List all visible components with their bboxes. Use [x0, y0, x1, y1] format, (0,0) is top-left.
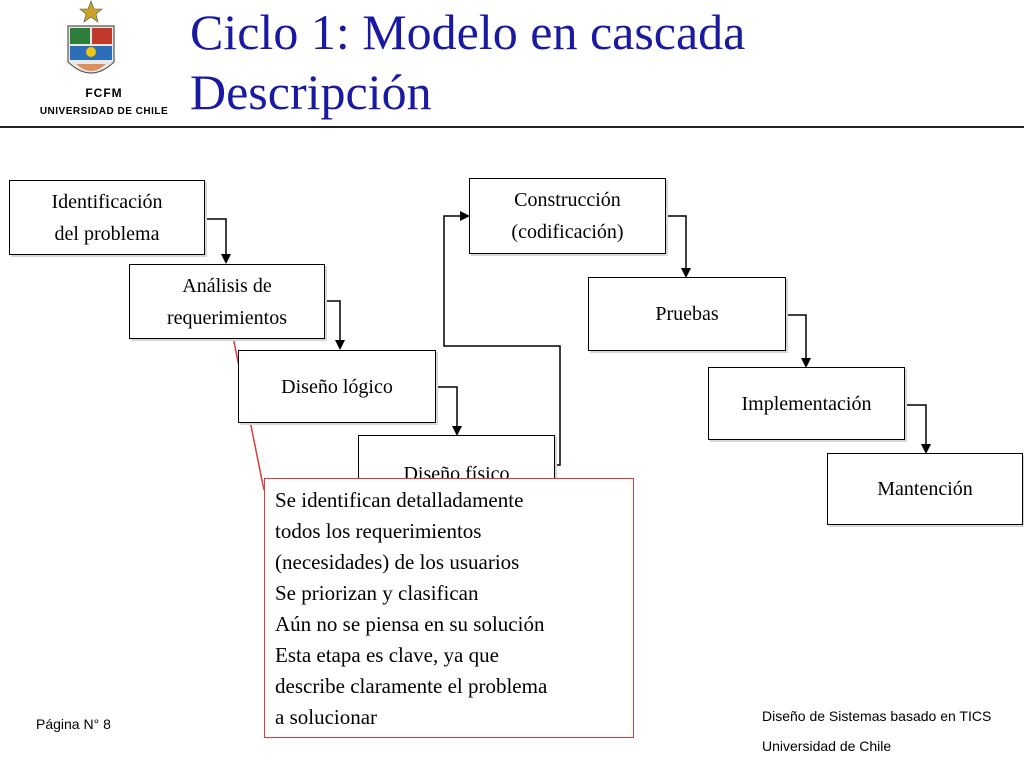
title-divider — [0, 126, 1024, 128]
logo-text-fcfm: FCFM — [85, 86, 123, 100]
arrow-pruebas-to-implementacion — [785, 314, 811, 368]
callout-line: a solucionar — [275, 705, 378, 729]
step-label: Diseño lógico — [281, 375, 393, 398]
callout-line: describe claramente el problema — [275, 674, 548, 698]
arrow-diseno-fisico-to-construccion — [443, 211, 561, 466]
arrow-analisis-to-diseno-logico — [324, 300, 345, 350]
step-diseno-logico: Diseño lógico — [238, 350, 436, 423]
step-label: requerimientos — [167, 306, 287, 329]
step-identificacion-del-problema: Identificación del problema — [9, 180, 205, 255]
shield-emblem-icon — [67, 0, 115, 74]
arrow-implementacion-to-mantencion — [904, 404, 931, 454]
callout-line: Se identifican detalladamente — [275, 488, 524, 512]
page-number: Página N° 8 — [36, 716, 111, 732]
slide-title-line2: Descripción — [190, 64, 432, 120]
callout-line: Esta etapa es clave, ya que — [275, 643, 499, 667]
footer-course: Diseño de Sistemas basado en TICS — [762, 708, 992, 724]
step-analisis-de-requerimientos: Análisis de requerimientos — [129, 264, 325, 339]
step-label: Análisis de — [182, 274, 272, 297]
step-label: Implementación — [741, 392, 872, 415]
step-mantencion: Mantención — [827, 453, 1023, 525]
arrow-construccion-to-pruebas — [665, 215, 691, 278]
slide-title: Ciclo 1: Modelo en cascada Descripción — [190, 2, 745, 122]
slide-title-line1: Ciclo 1: Modelo en cascada — [190, 4, 746, 60]
step-construccion-codificacion: Construcción (codificación) — [469, 178, 666, 254]
callout-line: Aún no se piensa en su solución — [275, 612, 545, 636]
description-callout: Se identifican detalladamente todos los … — [264, 478, 634, 738]
callout-line: (necesidades) de los usuarios — [275, 550, 520, 574]
university-logo: FCFM UNIVERSIDAD DE CHILE — [14, 0, 168, 124]
step-label: Construcción — [514, 189, 621, 211]
step-pruebas: Pruebas — [588, 277, 786, 351]
step-label: Pruebas — [655, 303, 719, 325]
step-label: Mantención — [877, 478, 973, 500]
callout-line: todos los requerimientos — [275, 519, 482, 543]
step-label: del problema — [54, 222, 160, 245]
step-label: Identificación — [51, 190, 163, 213]
footer-university: Universidad de Chile — [762, 738, 892, 754]
step-label: (codificación) — [511, 221, 624, 243]
arrow-identificacion-to-analisis — [204, 218, 231, 264]
arrow-diseno-logico-to-diseno-fisico — [435, 386, 462, 436]
logo-text-university: UNIVERSIDAD DE CHILE — [39, 106, 169, 117]
step-implementacion: Implementación — [708, 367, 905, 440]
callout-line: Se priorizan y clasifican — [275, 581, 479, 605]
